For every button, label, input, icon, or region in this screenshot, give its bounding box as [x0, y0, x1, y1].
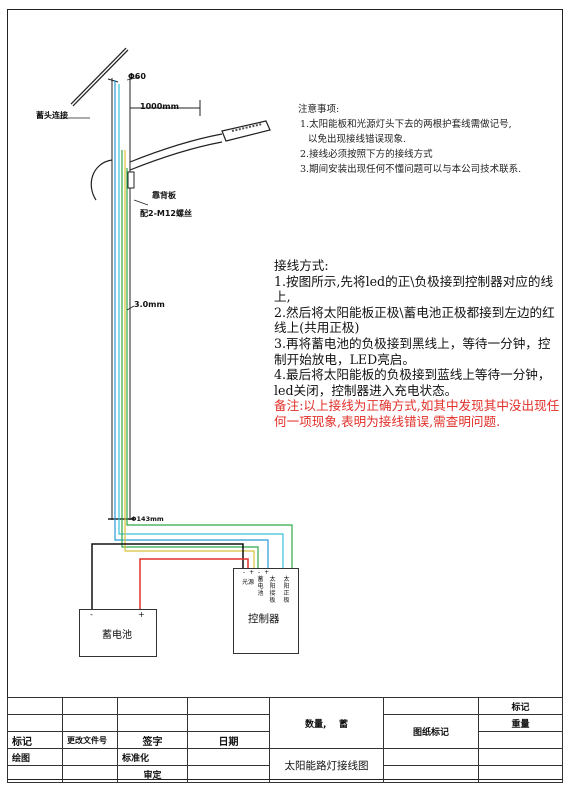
- controller-label: 控制器: [248, 613, 280, 625]
- approval-label: 审定: [117, 765, 188, 783]
- notes-item: 2.接线必须按照下方的接线方式: [300, 149, 433, 160]
- red-wire: [139, 558, 249, 609]
- battery-neg: -: [90, 610, 93, 619]
- lamp-arm-upper: [129, 133, 223, 163]
- method-title: 接线方式:: [274, 258, 329, 273]
- notes-item: 3.期间安装出现任何不懂问题可以与本公司技术联系.: [300, 164, 522, 175]
- drawing-by-label: 绘图: [7, 748, 63, 766]
- notes-item: 1.太阳能板和光源灯头下去的两根护套线需做记号,: [300, 119, 512, 130]
- phi60-label: Φ60: [128, 72, 146, 81]
- leader-back-plate: [133, 199, 149, 206]
- battery-pos: +: [138, 610, 145, 619]
- leader-3m: [126, 305, 135, 311]
- installation-notes: 注意事项: 1.太阳能板和光源灯头下去的两根护套线需做记号, 以免出现接线错误现…: [298, 102, 521, 177]
- battery-label: 蓄电池: [102, 630, 132, 641]
- yellow-wire: [124, 150, 255, 568]
- terminal-label-solar-neg: 太阳接板: [269, 576, 276, 604]
- mark-label: 标记: [7, 731, 63, 749]
- method-remark: 备注:以上接线为正确方式,如其中发现其中没出现任何一项现象,表明为接线错误,需查…: [274, 398, 560, 429]
- cyan-wire: [118, 84, 284, 568]
- back-plate: [127, 171, 135, 189]
- drawing-mark: 图纸标记: [383, 714, 479, 749]
- weight-label: 重量: [478, 714, 563, 732]
- terminal-label-battery: 蓄电池: [257, 576, 264, 597]
- controller-box: - + - + 光源 蓄电池 太阳接板 太阳正极 控制器: [233, 568, 299, 654]
- method-step: 3.再将蓄电池的负极接到黑线上，等待一分钟，控制开始放电，LED亮启。: [274, 335, 551, 367]
- quantity-value: 蓄: [338, 719, 348, 730]
- quantity-label: 数量,: [305, 719, 327, 730]
- led-lamp-head: [221, 120, 271, 142]
- panel-bracket: [107, 78, 119, 83]
- phi143-label: Φ143mm: [131, 515, 164, 523]
- lamp-arm-lower: [129, 141, 223, 171]
- leader-phi60: [126, 76, 141, 81]
- drawing-title: 太阳能路灯接线图: [269, 748, 384, 783]
- method-step: 2.然后将太阳能板正极\蓄电池正极都接到左边的红线上(共用正极): [274, 304, 555, 336]
- method-step: 4.最后将太阳能板的负极接到蓝线上等待一分钟，led关闭，控制器进入充电状态。: [274, 367, 551, 398]
- led-lamp-cells: [231, 123, 263, 132]
- signature-label: 签字: [117, 731, 188, 749]
- standardization-label: 标准化: [117, 748, 188, 766]
- lamp-arm-curve: [90, 159, 113, 201]
- method-step: 1.按图所示,先将led的正\负极接到控制器对应的线上,: [274, 273, 554, 305]
- title-block: 数量, 蓄 标记 图纸标记 重量 标记 更改文件号 签字 日期 绘图 标准化 太…: [7, 697, 563, 783]
- change-doc-label: 更改文件号: [62, 731, 118, 749]
- battery-box: - + 蓄电池: [79, 609, 157, 657]
- date-label: 日期: [187, 731, 270, 749]
- notes-title: 注意事项:: [298, 104, 340, 115]
- notes-item: 以免出现接线错误现象.: [308, 134, 407, 145]
- title-mark-right: 标记: [478, 697, 563, 715]
- controller-terminals: - + - +: [243, 569, 271, 576]
- terminal-label-light: 光源: [242, 579, 255, 586]
- pole-length-label: 3.0mm: [134, 300, 165, 309]
- blue-wire: [114, 80, 269, 568]
- bolts-label: 配2-M12螺丝: [140, 209, 192, 218]
- green-wire: [121, 150, 259, 568]
- terminal-label-solar-pos: 太阳正极: [283, 576, 290, 604]
- back-plate-label: 靠背板: [152, 191, 176, 200]
- wiring-method: 接线方式: 1.按图所示,先将led的正\负极接到控制器对应的线上, 2.然后将…: [274, 258, 560, 430]
- cable-head-label: 蓄头连接: [36, 111, 68, 120]
- black-wire: [91, 543, 244, 609]
- green-wire-2: [126, 168, 293, 568]
- title-quantity: 数量, 蓄: [269, 697, 384, 749]
- solar-panel-inner: [71, 48, 128, 106]
- dim-1000-label: 1000mm: [140, 102, 179, 111]
